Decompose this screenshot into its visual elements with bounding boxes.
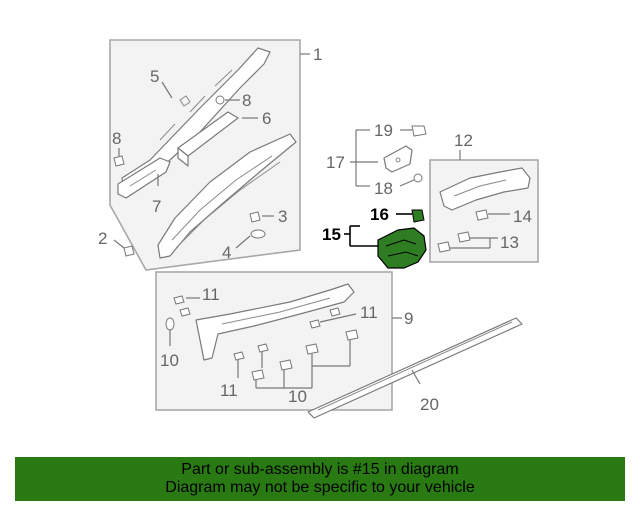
callout-10-bottom[interactable]: 10 [288, 387, 307, 406]
callout-11-bottom[interactable]: 11 [220, 381, 238, 400]
panel-group-9: 9 11 10 11 11 10 [155, 271, 413, 411]
banner-line-2: Diagram may not be specific to your vehi… [165, 479, 475, 496]
callout-1[interactable]: 1 [313, 45, 322, 64]
clip-11-d[interactable] [329, 307, 341, 317]
callout-7[interactable]: 7 [152, 197, 161, 216]
callout-5[interactable]: 5 [150, 67, 159, 86]
clip-16-highlighted[interactable] [411, 209, 425, 223]
clip-4[interactable] [250, 229, 266, 239]
bracket-17[interactable] [383, 145, 413, 173]
side-garnish-main[interactable] [157, 133, 297, 259]
callout-13[interactable]: 13 [500, 233, 519, 252]
clip-11-b[interactable] [179, 307, 191, 317]
trim-part-7[interactable] [117, 157, 171, 199]
callout-18[interactable]: 18 [374, 179, 393, 198]
callout-11-right[interactable]: 11 [360, 303, 378, 322]
callout-19[interactable]: 19 [374, 121, 393, 140]
callout-8-lower[interactable]: 8 [112, 129, 121, 148]
clip-11-f[interactable] [257, 343, 269, 353]
callout-11-upper[interactable]: 11 [202, 285, 220, 304]
clip-3[interactable] [249, 211, 261, 223]
callout-15[interactable]: 15 [322, 225, 341, 244]
part-15-highlighted[interactable] [377, 227, 427, 269]
clip-13a[interactable] [457, 231, 471, 243]
clip-13b[interactable] [437, 241, 451, 253]
bracket-part-6[interactable] [177, 111, 239, 167]
callout-6[interactable]: 6 [262, 109, 271, 128]
callout-2[interactable]: 2 [98, 229, 107, 248]
clip-8-lower[interactable] [113, 155, 125, 167]
callout-12[interactable]: 12 [454, 131, 473, 150]
clip-10-b[interactable] [279, 359, 293, 371]
parts-17-19-group: 17 19 18 [326, 121, 427, 198]
clip-8-upper[interactable] [215, 95, 225, 105]
trim-part-12[interactable] [439, 167, 531, 211]
callout-4[interactable]: 4 [222, 243, 231, 262]
clip-11-e[interactable] [233, 351, 245, 361]
callout-8-upper[interactable]: 8 [242, 91, 251, 110]
callout-3[interactable]: 3 [278, 207, 287, 226]
sill-strip-20[interactable] [307, 317, 523, 419]
clip-14[interactable] [475, 209, 489, 221]
info-banner: Part or sub-assembly is #15 in diagram D… [15, 457, 625, 501]
highlighted-assembly-15: 15 16 [322, 205, 427, 269]
sill-garnish-9[interactable] [195, 283, 355, 361]
callout-16[interactable]: 16 [370, 205, 389, 224]
clip-10-c[interactable] [305, 343, 319, 355]
clip-11-c[interactable] [309, 319, 321, 329]
panel-group-1: 1 5 8 6 8 7 [109, 39, 322, 271]
callout-14[interactable]: 14 [513, 207, 532, 226]
panel-group-12: 12 14 13 [429, 131, 539, 263]
screw-18[interactable] [413, 173, 423, 183]
banner-line-1: Part or sub-assembly is #15 in diagram [181, 461, 459, 478]
clip-10-a[interactable] [251, 369, 265, 381]
callout-20[interactable]: 20 [420, 395, 439, 414]
clip-19[interactable] [411, 125, 427, 137]
parts-diagram: 1 5 8 6 8 7 [98, 39, 539, 419]
callout-9[interactable]: 9 [404, 309, 413, 328]
callout-17[interactable]: 17 [326, 153, 345, 172]
clip-10-left[interactable] [165, 317, 175, 331]
clip-11-a[interactable] [173, 295, 185, 305]
clip-10-d[interactable] [345, 329, 359, 341]
callout-10-left[interactable]: 10 [160, 351, 179, 370]
clip-2[interactable] [123, 245, 135, 257]
